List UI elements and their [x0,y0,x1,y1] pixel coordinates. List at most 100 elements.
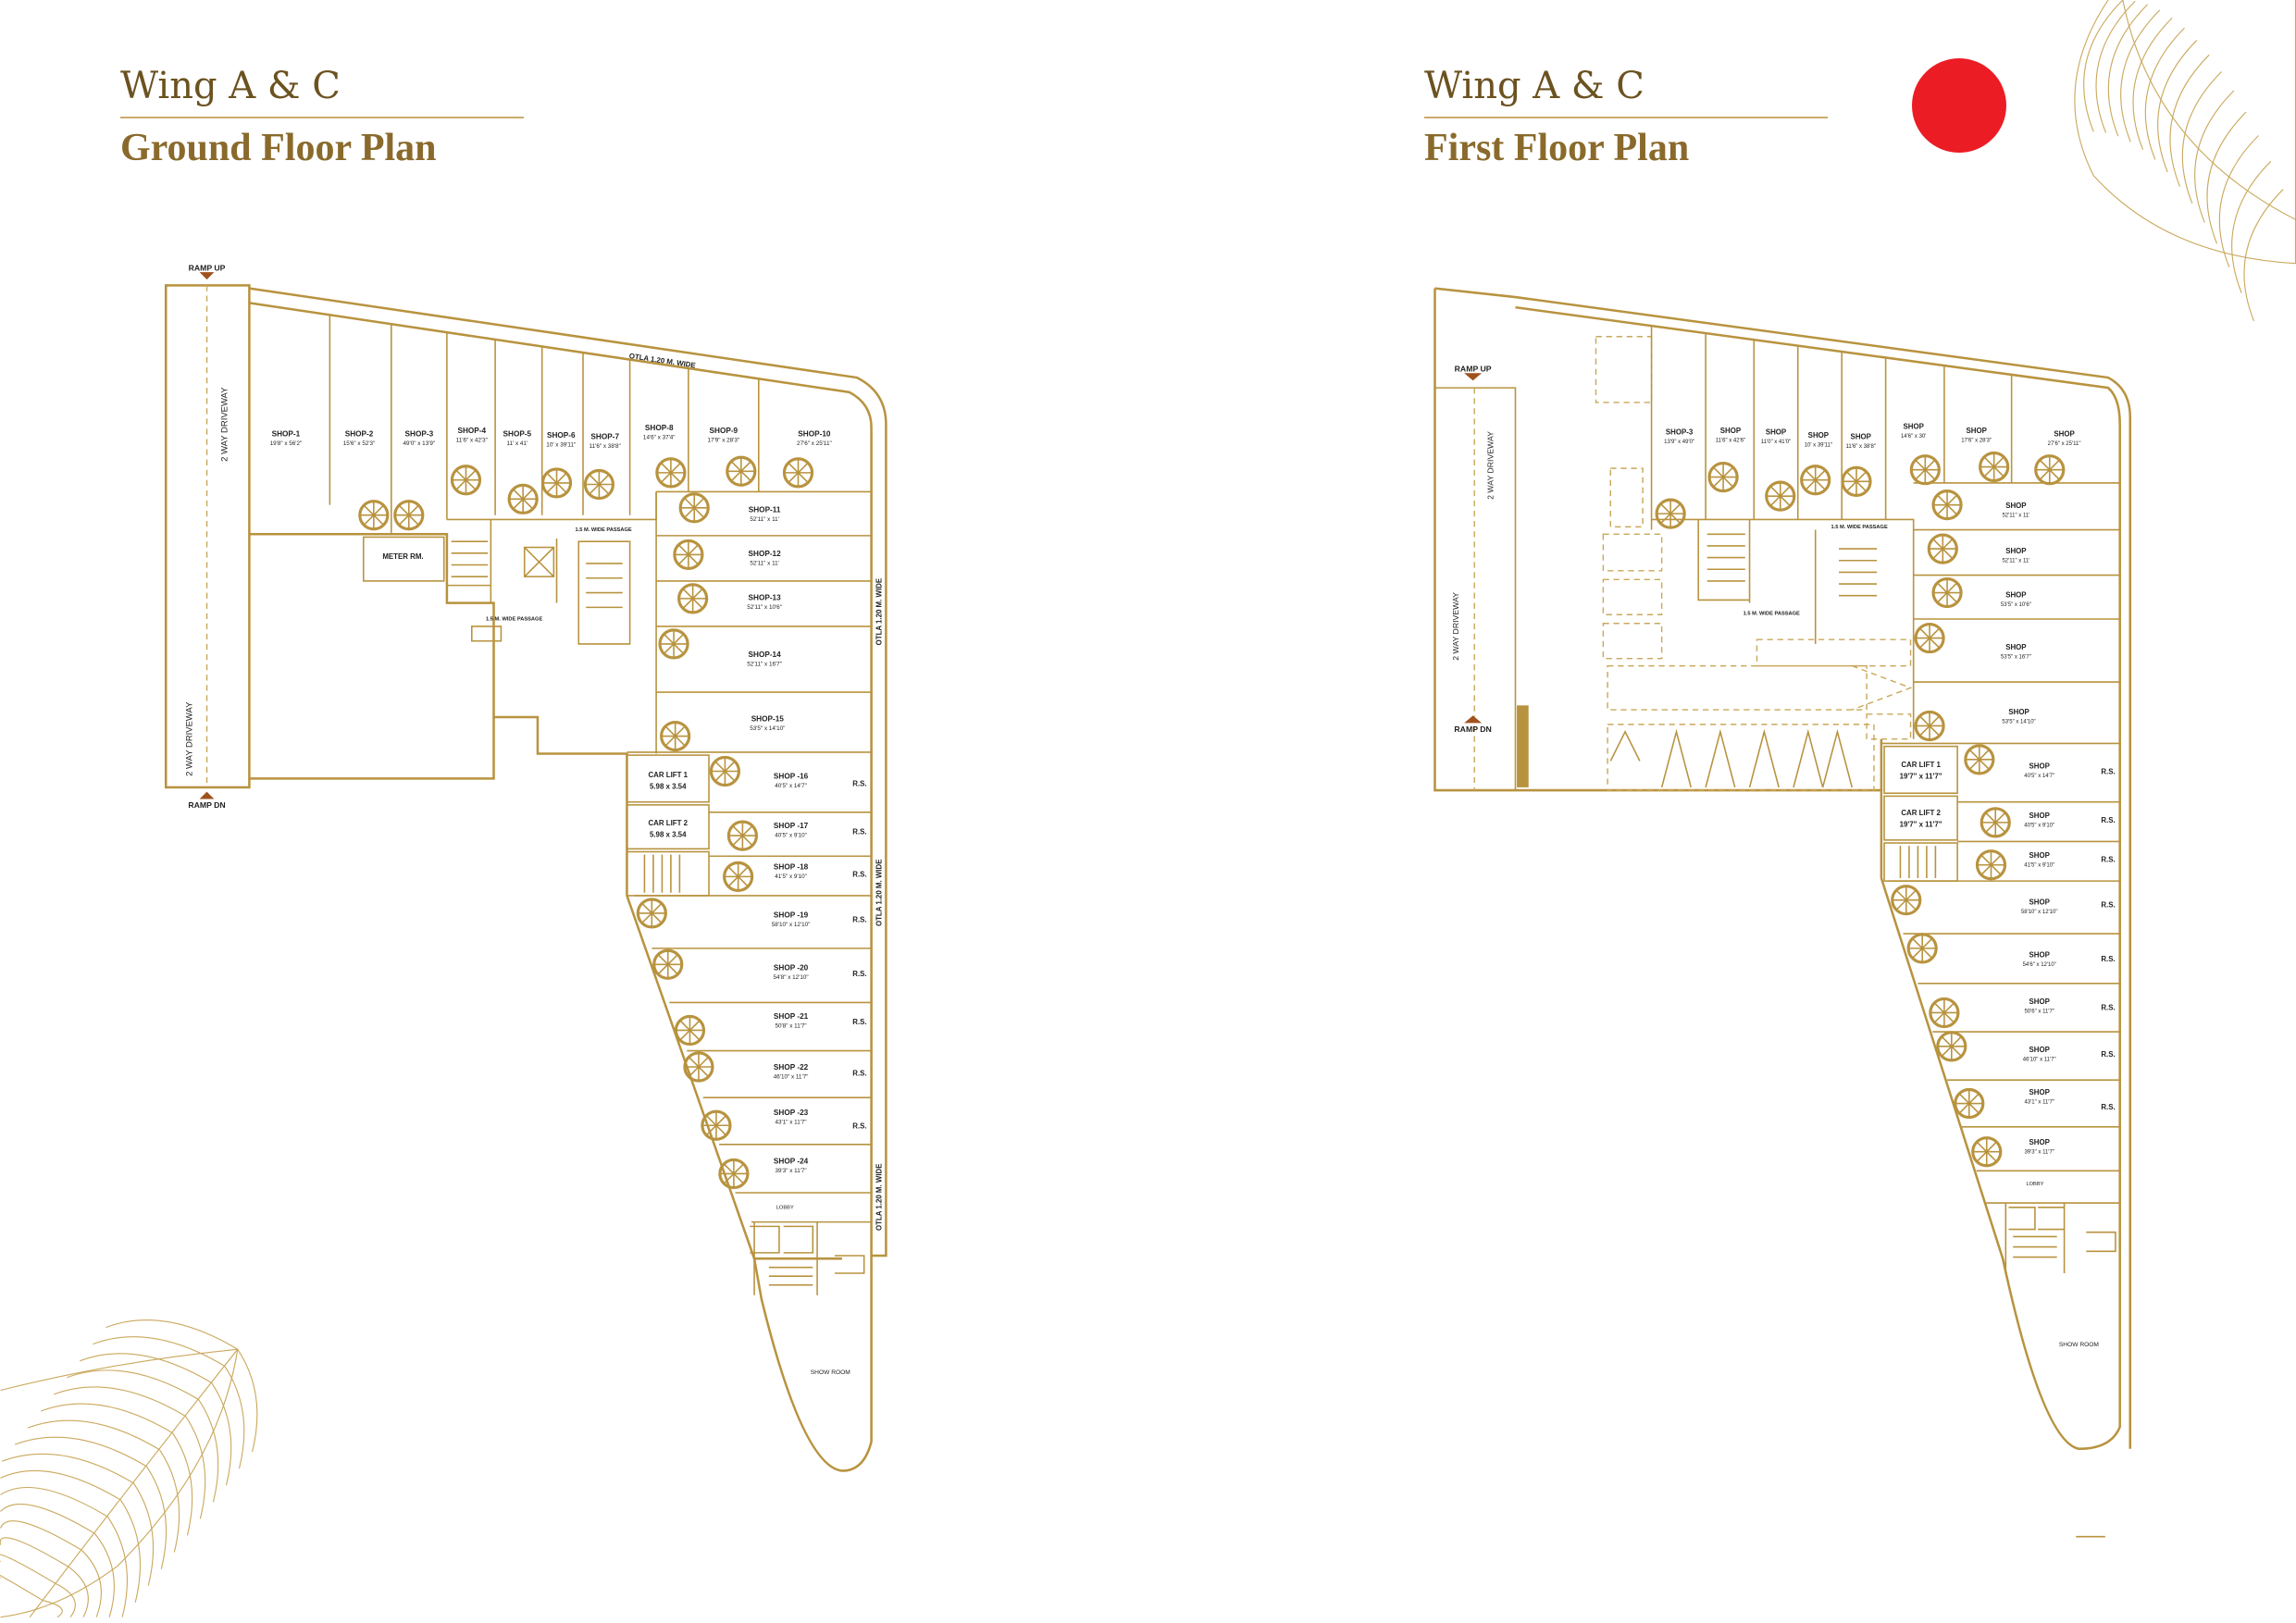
shop-size: 11'6" x 42'6" [1716,439,1745,444]
shop-size: 39'3" x 11'7" [776,1168,807,1174]
door-swing-icon [655,457,687,489]
shop-unit: SHOP-1 19'8" x 56'2" [270,429,303,446]
shop-size: 53'5" x 10'6" [2001,602,2031,608]
shop-size: 11'0" x 41'0" [1761,440,1791,445]
shop-name: SHOP-12 [749,550,782,558]
door-swing-icon [1914,710,1945,742]
door-swing-icon [393,500,425,531]
first-floor-plan: SHOP-313'9" x 49'0" SHOP 11'6" x 42'6" SHOP… [1433,287,2132,1538]
ground-floor-title-block: Wing A & C Ground Floor Plan [120,65,524,170]
door-swing-icon [1975,849,2007,881]
lobby-label: LOBBY [2026,1182,2043,1187]
shop-name: SHOP-6 [547,431,576,440]
shop-name: SHOP-3 [1666,428,1694,437]
rs-label: R.S. [852,779,866,787]
shop-size: 19'8" x 56'2" [270,440,303,447]
door-swing-icon [701,1109,732,1141]
shop-name: SHOP-1 [272,429,301,438]
shop-unit: SHOP-711'6" x 38'8" [590,432,621,449]
shop-size: 53'5" x 16'7" [2001,655,2031,661]
lobby-label: LOBBY [776,1205,794,1210]
shop-size: 40'5" x 14'7" [775,783,807,789]
door-swing-icon [1655,498,1686,529]
shop-name: SHOP [1851,432,1871,440]
rs-label: R.S. [852,915,866,923]
shop-size: 52'11" x 10'6" [747,604,782,611]
door-swing-icon [583,468,615,501]
shop-unit: SHOP-349'0" x 13'9" [403,429,436,446]
car-lift-label: CAR LIFT 2 [1901,809,1941,817]
shop-name: SHOP-2 [345,429,374,438]
ground-floor-plan: SHOP-119'8" x 56'2"SHOP-215'6" x 52'3"SH… [164,264,887,1472]
shop-name: SHOP-9 [710,427,738,435]
driveway [164,284,251,789]
shop-name: SHOP -20 [774,964,809,973]
shop-size: 52'11" x 11' [2002,513,2029,518]
door-swing-icon [358,500,390,531]
door-swing-icon [709,755,741,787]
rs-label: R.S. [852,828,866,836]
plan-title: Ground Floor Plan [120,127,437,169]
door-swing-icon [1906,933,1938,964]
rs-label: R.S. [852,1069,866,1077]
door-swing-icon [658,628,689,660]
rs-label: R.S. [2101,1050,2115,1059]
car-lift-label: CAR LIFT 1 [648,771,688,779]
door-swing-icon [723,861,754,892]
driveway-label: 2 WAY DRIVEWAY [1451,592,1460,661]
shop-name: SHOP [2029,851,2050,860]
door-swing-icon [1765,480,1796,512]
door-swing-icon [677,583,709,614]
wing-heading: Wing A & C [120,65,341,107]
shop-size: 50'6" x 11'7" [2024,1009,2054,1014]
rs-label: R.S. [852,1018,866,1026]
door-swing-icon [1979,451,2010,483]
door-swing-icon [674,1014,706,1047]
door-swing-icon [1927,533,1958,564]
door-swing-icon [2034,454,2066,486]
shop-size: 40'5" x 9'10" [2024,824,2054,829]
rs-label: R.S. [2101,816,2115,824]
door-swing-icon [652,948,684,980]
passage-label: 1.5 M. WIDE PASSAGE [1831,525,1888,530]
door-swing-icon [507,483,539,514]
door-swing-icon [1936,1031,1967,1062]
rs-label: R.S. [2101,901,2115,910]
shop-size: 43'1" x 11'7" [2024,1100,2054,1106]
wing-heading: Wing A & C [1424,65,1644,107]
shop-size: 14'6" x 37'4" [643,434,676,440]
shop-name: SHOP -24 [774,1157,809,1165]
shop-name: SHOP [1808,431,1829,440]
shop-name: SHOP [2029,898,2050,906]
shop-name: SHOP [1766,428,1786,437]
shop-size: 11'6" x 38'8" [590,443,621,450]
rs-label: R.S. [2101,856,2115,864]
shop-name: SHOP-15 [751,715,785,724]
shop-size: 40'5" x 14'7" [2024,774,2054,779]
door-swing-icon [1800,465,1831,496]
shop-unit: SHOP-313'9" x 49'0" [1664,428,1694,445]
shop-unit: SHOP-610' x 39'11" [546,431,576,448]
shop-name: SHOP-5 [503,429,532,438]
shop-name: SHOP -19 [774,911,809,920]
otla-label: OTLA 1.20 M. WIDE [628,352,696,369]
car-lift-size: 5.98 x 3.54 [650,831,687,839]
shop-size: 46'10" x 11'7" [774,1074,809,1081]
shop-size: 14'6" x 30' [1901,434,1926,440]
plan-title: First Floor Plan [1424,127,1690,169]
shop-size: 54'6" x 12'10" [2023,962,2056,968]
shop-size: 53'5" x 14'10" [2002,719,2035,725]
shop-name: SHOP [1967,427,1987,435]
shop-name: SHOP [2005,502,2026,510]
